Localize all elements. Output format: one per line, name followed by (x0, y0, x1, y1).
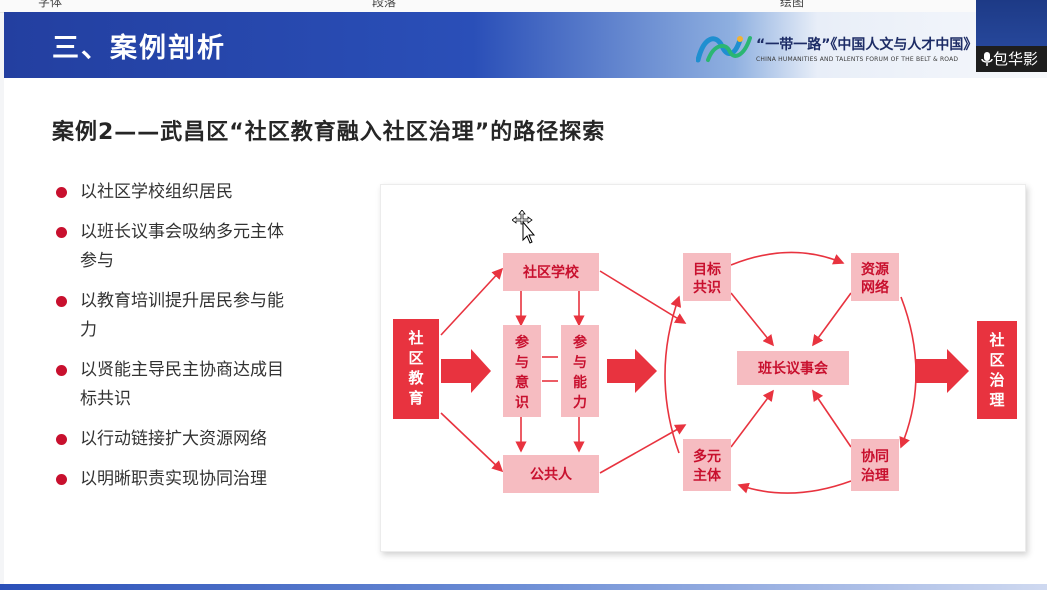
box-char: 理 (989, 391, 1004, 409)
bullet-dot-icon (56, 187, 67, 198)
diverse-label-1: 多元 (693, 448, 721, 465)
bullet-dot-icon (56, 227, 67, 238)
block-arrow-2 (607, 349, 657, 393)
move-cursor-icon (512, 210, 536, 244)
participant-name: 包华影 (993, 50, 1039, 68)
box-char: 区 (408, 349, 423, 367)
ribbon-label-font: 字体 (38, 0, 63, 9)
participant-label: 包华影 (976, 46, 1047, 72)
ability-box (561, 325, 599, 417)
webcam-thumbnail[interactable] (976, 0, 1047, 50)
slide-heading: 案例2——武昌区“社区教育融入社区治理”的路径探索 (52, 120, 606, 145)
bullet-text-cont: 力 (80, 320, 97, 340)
bullet-item: 以明晰职责实现协同治理 (54, 465, 344, 494)
bullet-dot-icon (56, 434, 67, 445)
community-education-box (393, 319, 439, 419)
bullet-item: 以行动链接扩大资源网络 (54, 425, 344, 454)
bullet-dot-icon (56, 474, 67, 485)
bullet-text: 以明晰职责实现协同治理 (80, 469, 267, 489)
bullet-text: 以贤能主导民主协商达成目 (80, 360, 284, 380)
pathway-diagram: 社 区 教 育 社 区 治 理 (393, 251, 1017, 494)
bullet-text-cont: 标共识 (80, 389, 131, 409)
diverse-label-2: 主体 (693, 467, 722, 484)
diverse-box (683, 439, 731, 491)
box-char: 教 (407, 369, 424, 387)
awareness-box (503, 325, 541, 417)
box-char: 意 (515, 374, 529, 391)
box-char: 能 (573, 374, 587, 391)
goal-label-1: 目标 (693, 261, 721, 278)
forum-title: “一带一路”《中国人文与人才中国》 (756, 37, 978, 53)
bullet-item: 以社区学校组织居民 (54, 178, 344, 207)
box-char: 力 (573, 394, 587, 411)
bullet-list: 以社区学校组织居民 以班长议事会吸纳多元主体参与 以教育培训提升居民参与能力 以… (54, 178, 344, 505)
resource-box (851, 253, 899, 301)
bullet-text-cont: 参与 (80, 251, 114, 271)
council-label: 班长议事会 (758, 360, 829, 377)
public-label: 公共人 (530, 466, 573, 483)
goal-label-2: 共识 (693, 279, 721, 296)
block-arrow-3 (915, 349, 969, 393)
school-label: 社区学校 (522, 264, 580, 281)
forum-subtitle: CHINA HUMANITIES AND TALENTS FORUM OF TH… (756, 56, 959, 63)
bullet-item: 以教育培训提升居民参与能力 (54, 287, 344, 345)
bullet-dot-icon (56, 365, 67, 376)
school-box (503, 253, 599, 291)
slide-banner: 三、案例剖析 “一带一路”《中国人文与人才中国》 CHINA HUMANITIE… (4, 12, 1047, 78)
cogov-label-2: 治理 (861, 467, 889, 484)
resource-label-1: 资源 (861, 261, 889, 278)
bullet-dot-icon (56, 296, 67, 307)
ribbon-label-drawing: 绘图 (780, 0, 805, 9)
box-char: 识 (515, 395, 529, 411)
bullet-text: 以班长议事会吸纳多元主体 (80, 222, 284, 242)
ribbon-label-paragraph: 段落 (372, 0, 397, 9)
flow-arrows (441, 349, 969, 393)
pink-boxes (503, 253, 899, 493)
box-char: 参 (573, 334, 588, 351)
cogov-label-1: 协同 (861, 448, 889, 465)
community-governance-box (977, 321, 1017, 419)
slide-bottom-bar (0, 584, 1047, 590)
block-arrow-1 (441, 349, 491, 393)
council-box (737, 351, 849, 385)
diagram-panel: 社 区 教 育 社 区 治 理 (380, 184, 1026, 552)
connector-arrows (440, 251, 917, 494)
box-char: 治 (989, 371, 1004, 389)
box-char: 与 (573, 355, 587, 371)
bullet-item: 以班长议事会吸纳多元主体参与 (54, 218, 344, 276)
forum-logo-icon (696, 36, 752, 63)
bullet-text: 以社区学校组织居民 (80, 182, 233, 202)
cogov-box (851, 439, 899, 491)
goal-box (683, 253, 731, 301)
box-char: 与 (515, 355, 529, 371)
resource-label-2: 网络 (861, 279, 889, 296)
box-char: 育 (408, 389, 423, 407)
microphone-icon[interactable] (981, 51, 993, 67)
box-char: 区 (989, 351, 1004, 369)
public-box (503, 455, 599, 493)
bullet-item: 以贤能主导民主协商达成目标共识 (54, 356, 344, 414)
bullet-text: 以教育培训提升居民参与能 (80, 291, 284, 311)
slide-canvas: 案例2——武昌区“社区教育融入社区治理”的路径探索 以社区学校组织居民 以班长议… (4, 78, 1047, 584)
bullet-text: 以行动链接扩大资源网络 (80, 429, 267, 449)
box-char: 社 (407, 329, 423, 347)
box-char: 社 (988, 331, 1004, 349)
section-title: 三、案例剖析 (52, 33, 226, 64)
box-char: 参 (515, 334, 530, 351)
